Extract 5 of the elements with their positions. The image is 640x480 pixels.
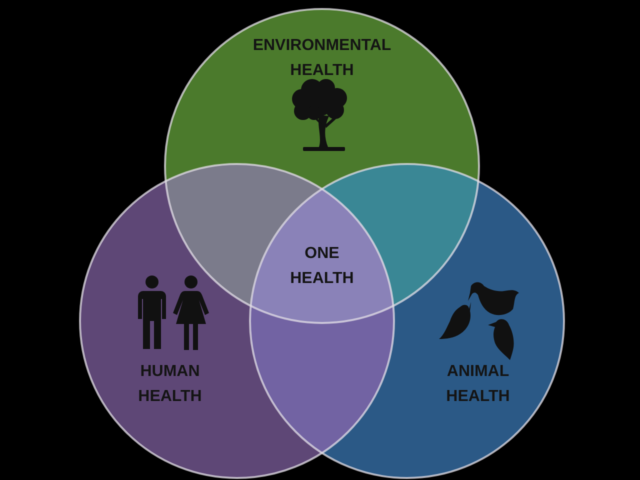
node-label: HUMAN HEALTH: [137, 362, 203, 407]
node-label: ENVIRONMENTAL HEALTH: [252, 36, 392, 81]
venn-intersection: [250, 189, 394, 323]
node-label: ONE HEALTH: [289, 244, 355, 289]
node-label: ANIMAL HEALTH: [445, 362, 511, 407]
